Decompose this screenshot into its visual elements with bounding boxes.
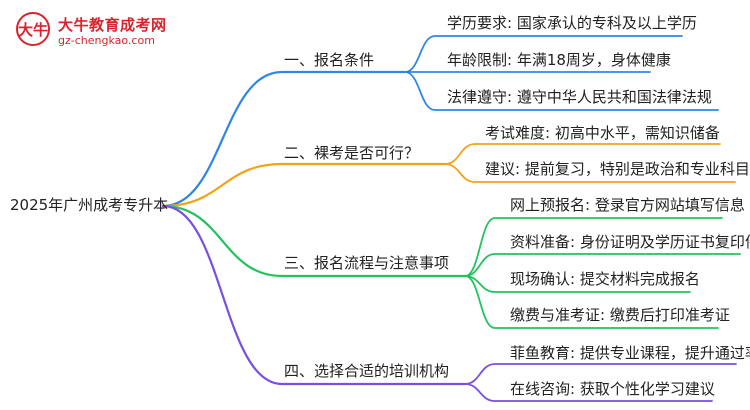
branch-1-label: 一、报名条件 bbox=[284, 51, 375, 69]
branch-3-item-1-connector bbox=[464, 217, 723, 277]
logo-mark-text: 大牛 bbox=[18, 21, 49, 39]
branch-1-item-3: 法律遵守: 遵守中华人民共和国法律法规 bbox=[447, 88, 712, 106]
branch-3-item-3: 现场确认: 提交材料完成报名 bbox=[510, 270, 700, 288]
site-logo: 大牛 大牛教育成考网 gz-chengkao.com bbox=[10, 10, 200, 54]
branch-3-item-1: 网上预报名: 登录官方网站填写信息 bbox=[510, 196, 745, 214]
branch-1-item-1: 学历要求: 国家承认的专科及以上学历 bbox=[447, 14, 697, 32]
logo-title: 大牛教育成考网 bbox=[58, 16, 167, 34]
branch-2-item-1-connector bbox=[444, 143, 721, 165]
branch-2-connector bbox=[161, 162, 447, 208]
branch-1-connector bbox=[161, 70, 407, 208]
root-topic: 2025年广州成考专升本 bbox=[10, 196, 169, 214]
branch-4-item-1-connector bbox=[464, 363, 737, 385]
branch-3-label: 三、报名流程与注意事项 bbox=[284, 254, 450, 272]
branch-3-item-4: 缴费与准考证: 缴费后打印准考证 bbox=[510, 306, 730, 324]
branch-4-connector bbox=[161, 204, 467, 386]
branch-1-item-2: 年龄限制: 年满18周岁，身体健康 bbox=[447, 51, 671, 69]
branch-3-item-2-connector bbox=[464, 253, 741, 277]
branch-4-label: 四、选择合适的培训机构 bbox=[284, 362, 450, 380]
logo-mark-icon: 大牛 bbox=[16, 12, 50, 46]
branch-2-label: 二、裸考是否可行？ bbox=[284, 144, 420, 162]
branch-3-item-4-connector bbox=[464, 275, 719, 329]
branch-3-item-2: 资料准备: 身份证明及学历证书复印件 bbox=[510, 233, 750, 251]
branch-1-item-3-connector bbox=[404, 71, 719, 111]
branch-2-item-1: 考试难度: 初高中水平，需知识储备 bbox=[485, 124, 720, 142]
branch-4-item-1: 菲鱼教育: 提供专业课程，提升通过率 bbox=[510, 344, 750, 362]
branch-4-item-2-connector bbox=[464, 383, 713, 402]
logo-url: gz-chengkao.com bbox=[58, 34, 155, 47]
branch-2-item-2: 建议: 提前复习，特别是政治和专业科目 bbox=[485, 160, 750, 178]
branch-4-item-2: 在线咨询: 获取个性化学习建议 bbox=[510, 380, 715, 398]
branch-1-item-1-connector bbox=[404, 35, 683, 73]
branch-3-connector bbox=[161, 204, 467, 278]
branch-2-item-2-connector bbox=[444, 163, 736, 183]
